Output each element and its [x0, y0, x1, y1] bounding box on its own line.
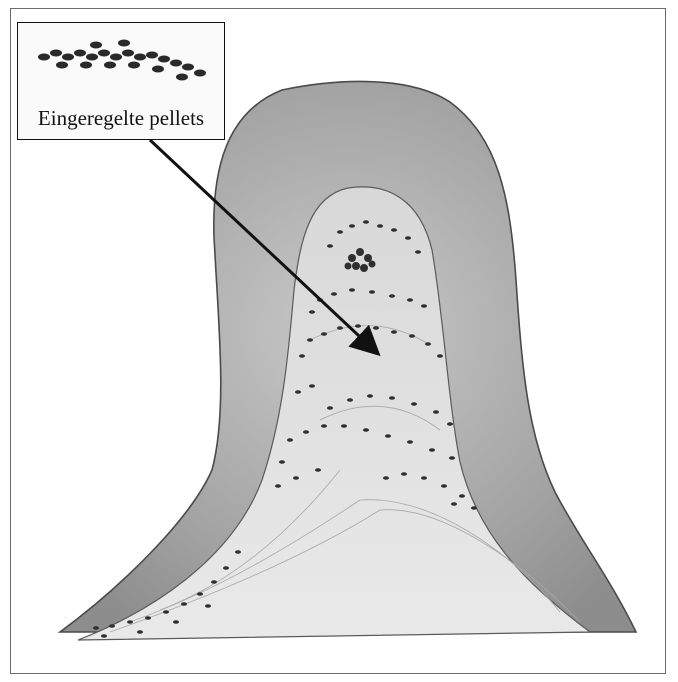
callout-label: Eingeregelte pellets: [18, 106, 224, 131]
callout-box: Eingeregelte pellets: [17, 22, 225, 140]
pellet-sample-swatch: [24, 31, 216, 97]
